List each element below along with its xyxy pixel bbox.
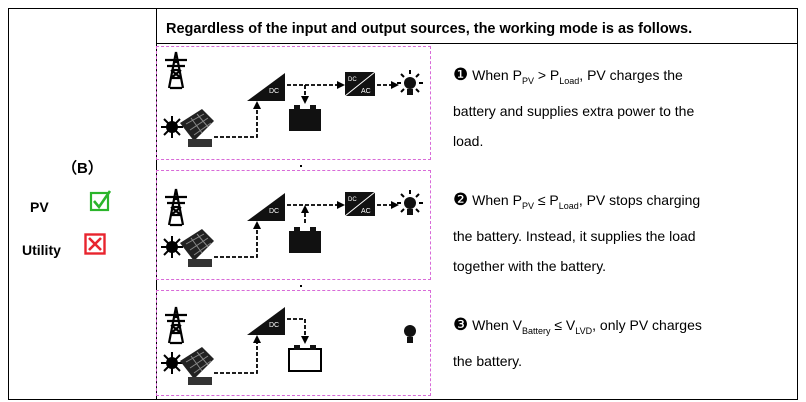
solar-panel-icon [180, 347, 214, 385]
svg-text:AC: AC [361, 208, 371, 215]
energy-flow-diagram: DC [161, 306, 416, 385]
light-bulb-icon [404, 325, 416, 343]
mode-3-description: ❸ When VBattery ≤ VLVD, only PV charges … [453, 310, 783, 376]
cross-box-icon [84, 233, 106, 255]
grid-tower-icon [165, 188, 187, 227]
mode-1-description: ❶ When PPV > PLoad, PV charges the batte… [453, 60, 783, 156]
separator-dot [300, 285, 302, 287]
mode-3-line-2: the battery. [453, 352, 523, 369]
energy-flow-diagram: DC DC AC [161, 188, 423, 267]
header-divider [156, 43, 797, 44]
battery-icon [289, 227, 321, 253]
mode-2-line-2: the battery. Instead, it supplies the lo… [453, 227, 696, 244]
svg-text:DC: DC [269, 88, 279, 95]
light-bulb-icon [397, 70, 423, 95]
mode-1-line-1: ❶ When PPV > PLoad, PV charges the [453, 65, 683, 86]
diagram-mode-3: DC [156, 290, 431, 396]
energy-flow-diagram: DC DC AC [161, 51, 423, 147]
solar-panel-icon [180, 229, 214, 267]
charge-controller-icon: DC [247, 73, 285, 101]
mode-3-line-1: ❸ When VBattery ≤ VLVD, only PV charges [453, 315, 702, 336]
light-bulb-icon [397, 190, 423, 215]
diagram-mode-2: DC DC AC [156, 170, 431, 280]
battery-icon [289, 105, 321, 131]
sun-icon [161, 352, 183, 374]
sun-icon [161, 236, 183, 258]
svg-text:DC: DC [348, 77, 357, 83]
pv-label: PV [30, 199, 49, 215]
svg-text:AC: AC [361, 88, 371, 95]
utility-label: Utility [22, 242, 61, 258]
working-mode-table: Regardless of the input and output sourc… [8, 8, 798, 400]
mode-2-description: ❷ When PPV ≤ PLoad, PV stops charging th… [453, 185, 783, 281]
inverter-icon: DC AC [344, 71, 376, 97]
mode-1-line-3: load. [453, 132, 484, 149]
separator-dot [300, 165, 302, 167]
inverter-icon: DC AC [344, 191, 376, 217]
mode-label: （B） [62, 160, 103, 177]
battery-icon [288, 345, 322, 372]
grid-tower-icon [165, 306, 187, 345]
svg-text:DC: DC [269, 208, 279, 215]
table-header: Regardless of the input and output sourc… [166, 21, 693, 37]
charge-controller-icon: DC [247, 193, 285, 221]
mode-2-line-1: ❷ When PPV ≤ PLoad, PV stops charging [453, 190, 701, 211]
sun-icon [161, 116, 183, 138]
svg-text:DC: DC [348, 197, 357, 203]
mode-2-line-3: together with the battery. [453, 257, 607, 274]
grid-tower-icon [165, 51, 187, 90]
solar-panel-icon [180, 109, 214, 147]
charge-controller-icon: DC [247, 307, 285, 335]
mode-1-line-2: battery and supplies extra power to the [453, 102, 695, 119]
check-icon [89, 190, 112, 212]
svg-text:DC: DC [269, 322, 279, 329]
diagram-mode-1: DC DC AC [156, 46, 431, 160]
